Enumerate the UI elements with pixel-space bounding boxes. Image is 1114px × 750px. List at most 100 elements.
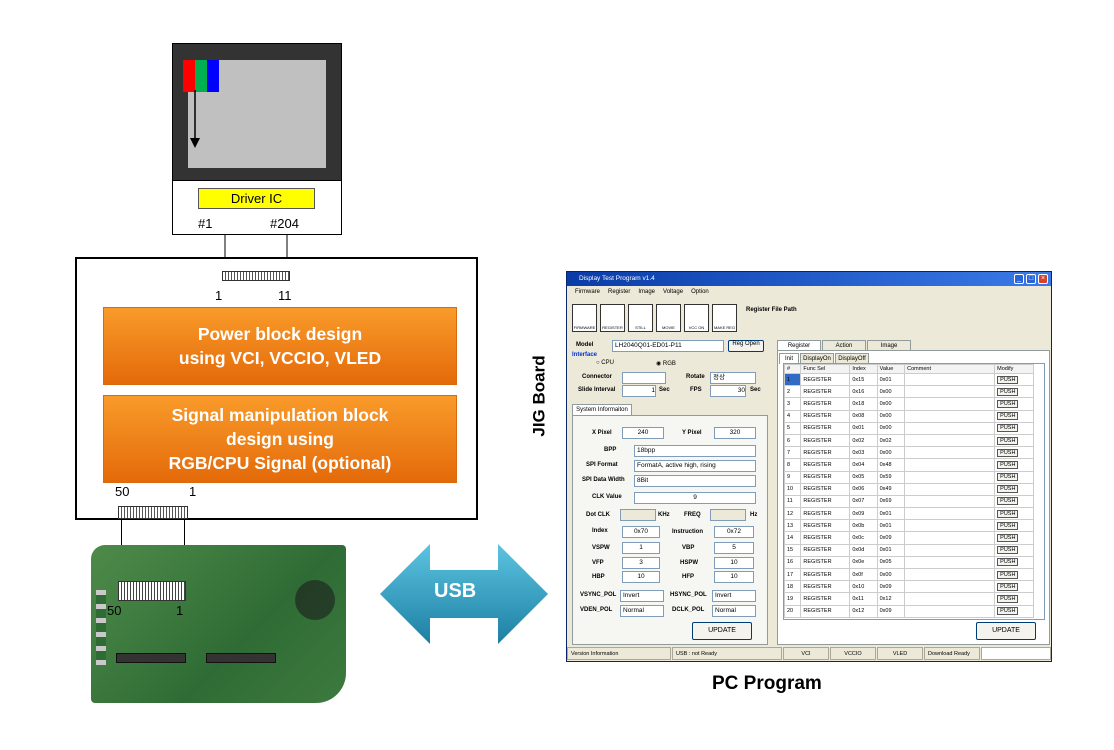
modify-cell[interactable]: PUSH (994, 397, 1034, 411)
menu-option[interactable]: Option (691, 289, 709, 295)
hfp-field[interactable]: 10 (714, 571, 754, 583)
modify-cell[interactable]: PUSH (994, 507, 1034, 521)
vfp-field[interactable]: 3 (622, 557, 660, 569)
modify-cell[interactable]: PUSH (994, 531, 1034, 545)
reg-open-button[interactable]: Reg Open (728, 340, 764, 352)
push-button[interactable]: PUSH (997, 473, 1019, 482)
tab-system-information[interactable]: System Informaiton (572, 404, 632, 415)
hbp-field[interactable]: 10 (622, 571, 660, 583)
hspw-field[interactable]: 10 (714, 557, 754, 569)
push-button[interactable]: PUSH (997, 399, 1019, 408)
modify-cell[interactable]: PUSH (994, 385, 1034, 399)
register-tool-button[interactable]: REGISTER (600, 304, 625, 332)
push-button[interactable]: PUSH (997, 436, 1019, 445)
modify-cell[interactable]: PUSH (994, 446, 1034, 460)
tab-image[interactable]: Image (867, 340, 911, 351)
subtab-display-on[interactable]: DisplayOn (800, 353, 834, 364)
modify-cell[interactable]: PUSH (994, 604, 1034, 618)
table-cell[interactable]: REGISTER (800, 580, 851, 594)
table-cell[interactable]: REGISTER (800, 385, 851, 399)
table-cell[interactable]: REGISTER (800, 592, 851, 606)
table-cell[interactable]: REGISTER (800, 494, 851, 509)
table-cell[interactable]: REGISTER (800, 604, 851, 618)
push-button[interactable]: PUSH (997, 412, 1019, 421)
table-cell[interactable]: REGISTER (800, 458, 851, 472)
push-button[interactable]: PUSH (997, 607, 1019, 616)
modify-cell[interactable]: PUSH (994, 567, 1034, 582)
modify-cell[interactable]: PUSH (994, 543, 1034, 557)
table-cell[interactable]: REGISTER (800, 567, 851, 582)
modify-cell[interactable]: PUSH (994, 592, 1034, 606)
table-cell[interactable]: REGISTER (800, 531, 851, 545)
vcc-on-tool-button[interactable]: VCC ON (684, 304, 709, 332)
menu-register[interactable]: Register (608, 289, 631, 295)
dclk-select[interactable]: Normal (712, 605, 756, 617)
push-button[interactable]: PUSH (997, 570, 1019, 579)
modify-cell[interactable]: PUSH (994, 555, 1034, 570)
modify-cell[interactable]: PUSH (994, 421, 1034, 435)
push-button[interactable]: PUSH (997, 485, 1019, 494)
x-pixel-field[interactable]: 240 (622, 427, 664, 439)
push-button[interactable]: PUSH (997, 497, 1019, 506)
model-field[interactable]: LH2040Q01-ED01-P11 (612, 340, 724, 352)
push-button[interactable]: PUSH (997, 534, 1019, 543)
index-field[interactable]: 0x70 (622, 526, 660, 538)
tab-register[interactable]: Register (777, 340, 821, 351)
table-cell[interactable]: REGISTER (800, 421, 851, 435)
hsync-select[interactable]: Invert (712, 590, 756, 602)
modify-cell[interactable]: PUSH (994, 482, 1034, 496)
vsync-select[interactable]: Invert (620, 590, 664, 602)
push-button[interactable]: PUSH (997, 558, 1019, 567)
table-cell[interactable]: REGISTER (800, 397, 851, 411)
modify-cell[interactable]: PUSH (994, 494, 1034, 509)
spi-format-select[interactable]: FormatA, active high, rising (634, 460, 756, 472)
rotate-select[interactable]: 정상 (710, 372, 756, 384)
modify-cell[interactable]: PUSH (994, 580, 1034, 594)
push-button[interactable]: PUSH (997, 509, 1019, 518)
clk-value-field[interactable]: 9 (634, 492, 756, 504)
connector-select[interactable] (622, 372, 666, 384)
update-button-left[interactable]: UPDATE (692, 622, 752, 640)
vspw-field[interactable]: 1 (622, 542, 660, 554)
still-tool-button[interactable]: STILL (628, 304, 653, 332)
instruction-field[interactable]: 0x72 (714, 526, 754, 538)
iface-cpu-radio[interactable]: ○ CPU (596, 360, 614, 366)
modify-cell[interactable]: PUSH (994, 519, 1034, 533)
movie-tool-button[interactable]: MOVIE (656, 304, 681, 332)
modify-cell[interactable]: PUSH (994, 433, 1034, 448)
modify-cell[interactable]: PUSH (994, 470, 1034, 484)
modify-cell[interactable]: PUSH (994, 372, 1034, 387)
vbp-field[interactable]: 5 (714, 542, 754, 554)
table-cell[interactable]: REGISTER (800, 543, 851, 557)
y-pixel-field[interactable]: 320 (714, 427, 756, 439)
push-button[interactable]: PUSH (997, 521, 1019, 530)
table-cell[interactable]: REGISTER (800, 446, 851, 460)
subtab-init[interactable]: Init (779, 353, 799, 364)
push-button[interactable]: PUSH (997, 387, 1019, 396)
update-button-right[interactable]: UPDATE (976, 622, 1036, 640)
table-cell[interactable]: REGISTER (800, 409, 851, 423)
slide-interval-field[interactable]: 1 (622, 385, 656, 397)
table-cell[interactable]: REGISTER (800, 555, 851, 570)
spi-width-select[interactable]: 8Bit (634, 475, 756, 487)
tab-action[interactable]: Action (822, 340, 866, 351)
table-cell[interactable]: REGISTER (800, 519, 851, 533)
push-button[interactable]: PUSH (997, 448, 1019, 457)
subtab-display-off[interactable]: DisplayOff (835, 353, 869, 364)
modify-cell[interactable]: PUSH (994, 409, 1034, 423)
